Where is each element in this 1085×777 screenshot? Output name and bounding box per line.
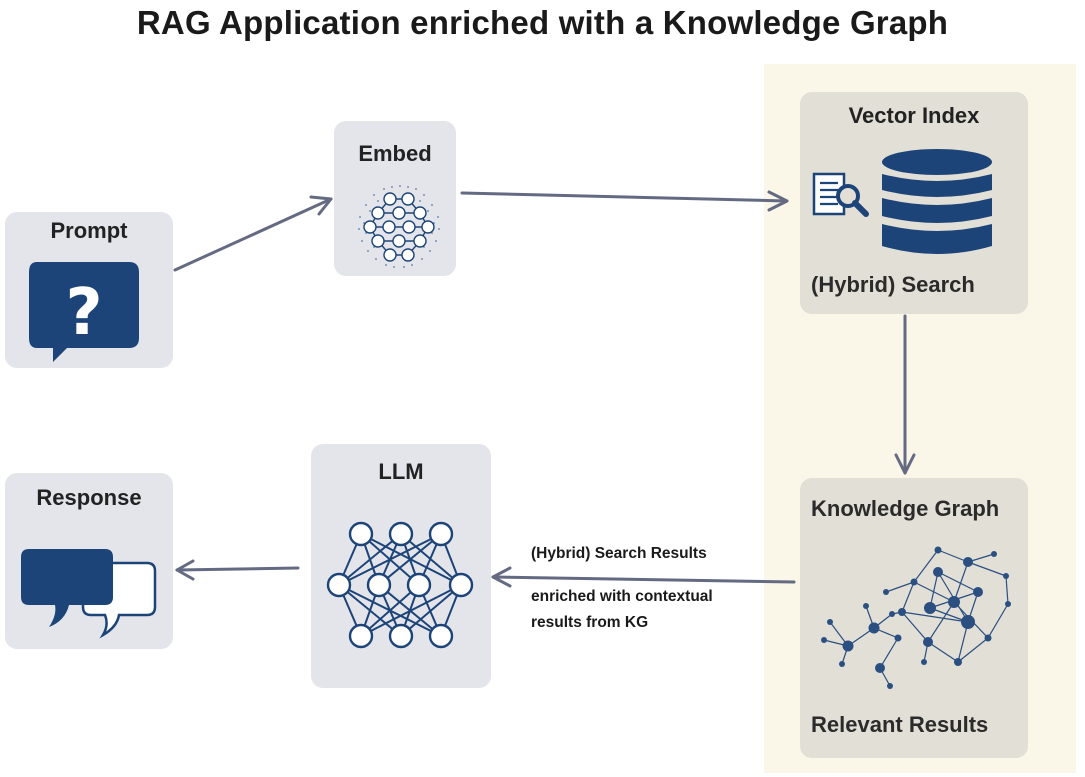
relevant-results-label: Relevant Results: [811, 712, 989, 737]
database-icon: [882, 149, 992, 254]
vector-index-node: Vector Index (Hybrid) Search: [800, 92, 1028, 314]
arrow-knowledge-graph-to-llm: [491, 566, 796, 588]
diagram-title: RAG Application enriched with a Knowledg…: [136, 4, 949, 41]
knowledge-graph-label: Knowledge Graph: [811, 496, 1000, 521]
knowledge-graph-node: Knowledge Graph: [800, 478, 1028, 758]
llm-label: LLM: [378, 459, 424, 484]
neural-network-icon: [326, 521, 474, 649]
hybrid-search-label: (Hybrid) Search: [811, 272, 975, 297]
arrow-prompt-to-embed: [173, 195, 333, 272]
neural-embedding-icon: [358, 185, 440, 268]
enriched-edge-label-line2: results from KG: [531, 614, 649, 631]
arrow-vector-index-to-knowledge-graph: [894, 314, 916, 475]
response-label: Response: [36, 485, 142, 510]
embed-node: Embed: [334, 121, 456, 276]
chat-bubbles-icon: [21, 549, 157, 639]
vector-index-label: Vector Index: [848, 103, 980, 128]
svg-text:?: ?: [65, 276, 102, 350]
knowledge-graph-network-icon: [821, 546, 1011, 689]
arrow-embed-to-vector-index: [460, 190, 789, 212]
prompt-label: Prompt: [50, 218, 128, 243]
enriched-edge-label-line1: enriched with contextual: [531, 588, 713, 605]
arrow-llm-to-response: [175, 559, 300, 581]
prompt-node: Prompt ?: [5, 212, 173, 368]
search-results-edge-label: (Hybrid) Search Results: [531, 545, 707, 562]
embed-label: Embed: [358, 141, 432, 166]
response-node: Response: [5, 473, 173, 649]
document-search-icon: [812, 172, 869, 217]
question-bubble-icon: ?: [29, 262, 139, 362]
llm-node: LLM: [311, 444, 491, 688]
